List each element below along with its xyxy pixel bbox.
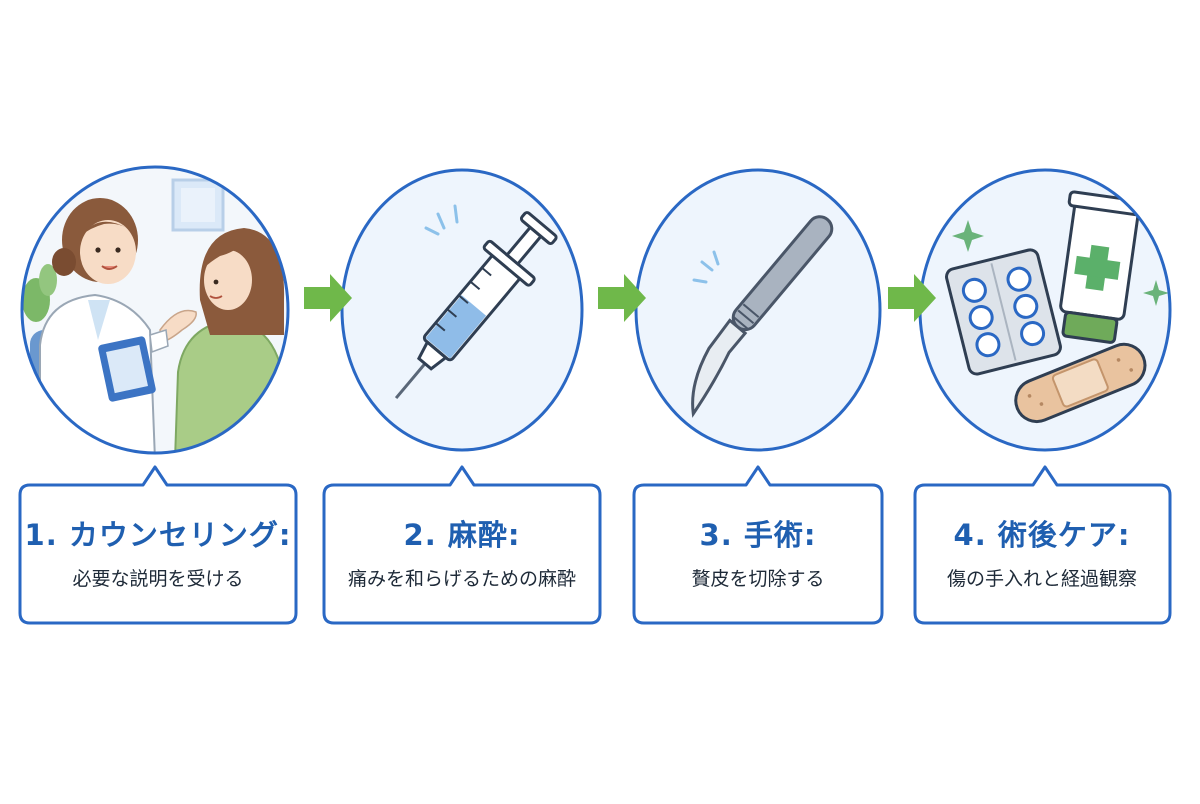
syringe-icon	[394, 204, 558, 400]
counseling-doctor-patient-icon	[22, 167, 288, 453]
scalpel-icon	[691, 215, 834, 418]
step2-description: 痛みを和らげるための麻酔	[347, 568, 576, 590]
arrow-3-4	[888, 274, 936, 322]
medicine-ointment-bandage-icon	[945, 190, 1169, 424]
step4-description: 傷の手入れと経過観察	[946, 568, 1137, 590]
step3-label-box	[632, 465, 884, 625]
step3-title: 3. 手術:	[699, 518, 817, 552]
step2-title: 2. 麻酔:	[403, 518, 521, 552]
arrow-2-3	[598, 274, 646, 322]
step3-illustration	[634, 168, 882, 452]
step1-title: 1. カウンセリング:	[24, 518, 292, 552]
step2-label-box	[322, 465, 602, 625]
step4-title: 4. 術後ケア:	[953, 518, 1131, 552]
step4-label-box	[913, 465, 1172, 625]
arrow-1-2	[304, 274, 352, 322]
step1-label-box	[18, 465, 298, 625]
step4-illustration	[918, 168, 1172, 452]
step1-illustration	[20, 165, 290, 455]
step2-illustration	[340, 168, 584, 452]
step1-description: 必要な説明を受ける	[72, 568, 244, 590]
step3-description: 贅皮を切除する	[691, 568, 825, 590]
